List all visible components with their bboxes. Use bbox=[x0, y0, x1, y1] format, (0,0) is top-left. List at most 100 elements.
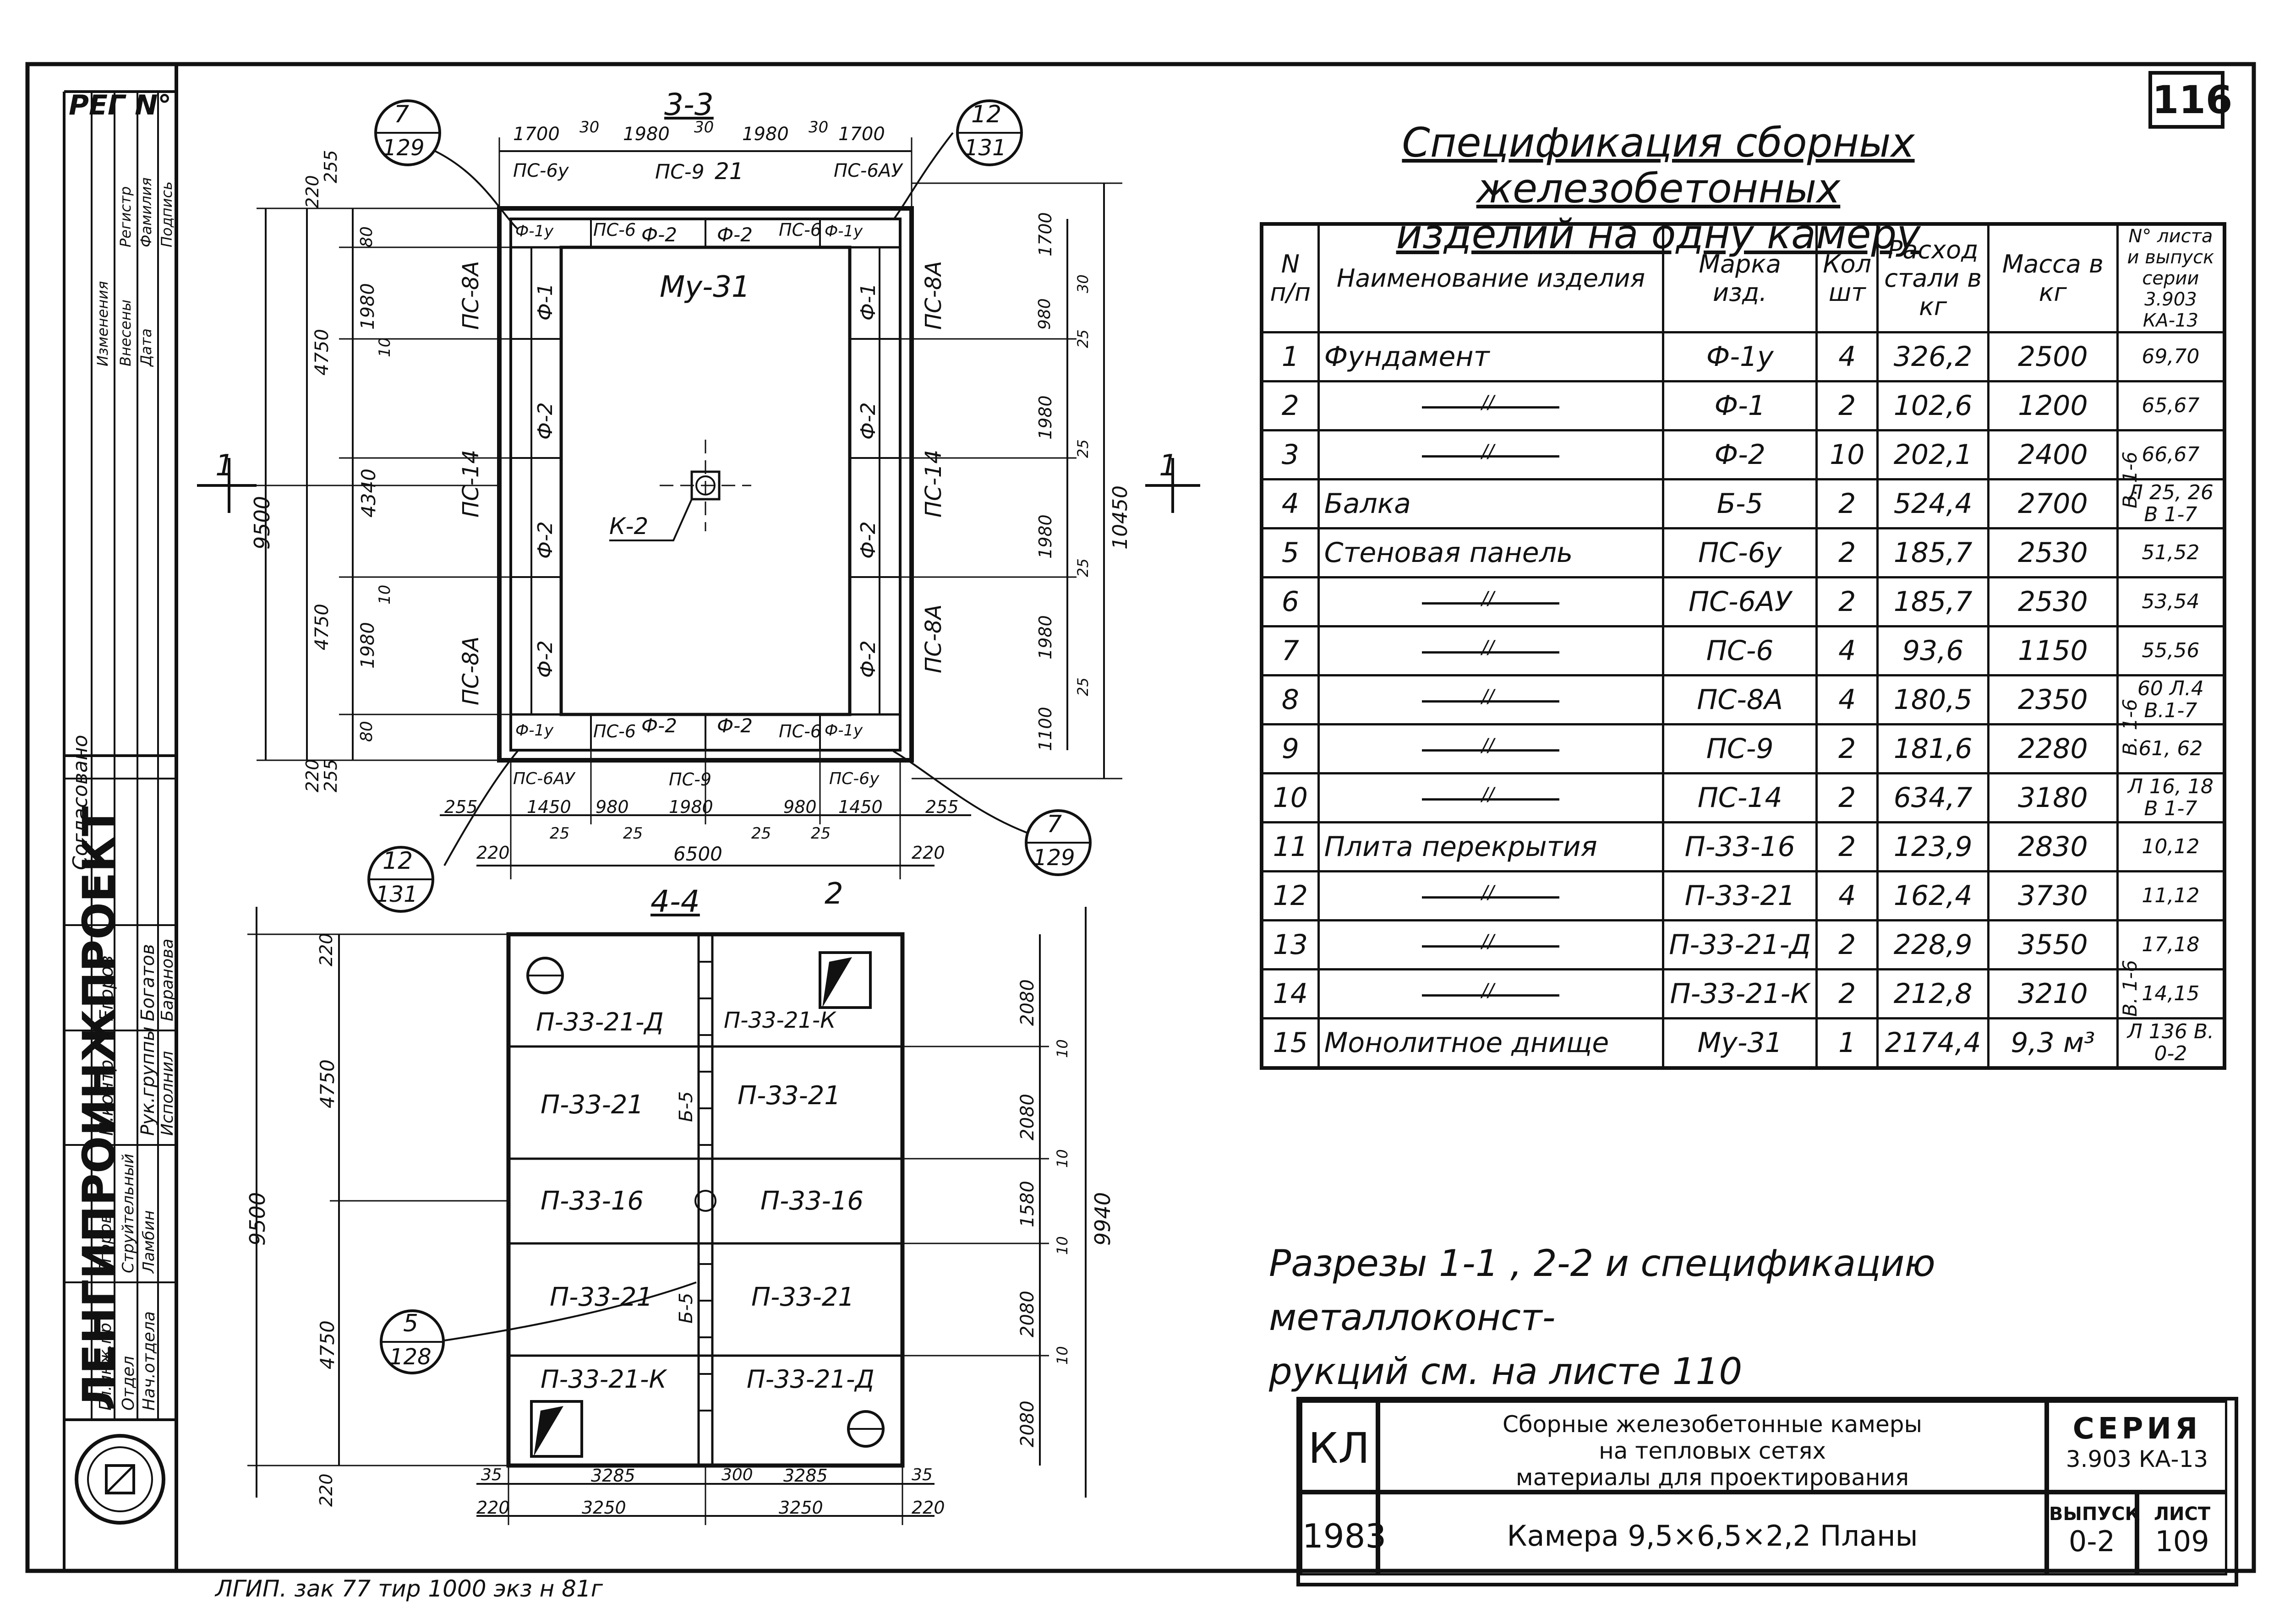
right-dim-9: 1980 bbox=[1035, 615, 1055, 659]
left-dim-10: 255 bbox=[321, 759, 341, 792]
spec-cell-name bbox=[1317, 674, 1665, 725]
inner-top-2: ПС-6 bbox=[593, 220, 636, 240]
spec-cell-mark: П-33-21-Д bbox=[1662, 919, 1818, 970]
repeat-mark bbox=[1422, 784, 1560, 805]
bb-dim-5: 35 bbox=[912, 1466, 933, 1484]
title-block: КЛ 1983 Сборные железобетонные камеры на… bbox=[1296, 1397, 2238, 1586]
spec-cell-sheet: Л 16, 18 В 1-7 bbox=[2116, 772, 2226, 823]
br-dim-6: 10 bbox=[1054, 1236, 1071, 1255]
spec-cell-mark: П-33-16 bbox=[1662, 821, 1818, 872]
spec-cell-steel: 634,7 bbox=[1876, 772, 1989, 823]
inner-bot-6: Ф-1у bbox=[825, 721, 863, 740]
spec-cell-name bbox=[1317, 772, 1665, 823]
spec-cell-qty: 2 bbox=[1815, 772, 1879, 823]
right-panel-1: ПС-8А bbox=[921, 261, 946, 330]
spec-cell-qty: 2 bbox=[1815, 576, 1879, 627]
spec-cell-steel: 326,2 bbox=[1876, 331, 1989, 382]
right-found-2: Ф-2 bbox=[857, 402, 880, 440]
bot-dim-2: 1450 bbox=[527, 797, 571, 817]
spec-cell-mark: Ф-1у bbox=[1662, 331, 1818, 382]
top-dim-6: 30 bbox=[809, 118, 829, 136]
right-found-3: Ф-2 bbox=[857, 521, 880, 559]
section-4-4-label: 4-4 bbox=[650, 884, 700, 919]
callout-5-den: 128 bbox=[389, 1344, 432, 1370]
spec-cell-steel: 212,8 bbox=[1876, 968, 1989, 1019]
stamp-seria-label: СЕРИЯ bbox=[2072, 1412, 2202, 1446]
spec-cell-sheet: Л 136 В. 0-2 bbox=[2116, 1017, 2226, 1069]
beam-label-1: Б-5 bbox=[676, 1091, 697, 1122]
inner-bot-1: Ф-1у bbox=[515, 721, 554, 740]
spec-cell-sheet: 60 Л.4 В.1-7 bbox=[2116, 674, 2226, 725]
spec-cell-n: 7 bbox=[1260, 625, 1320, 676]
col-qty: Кол шт bbox=[1815, 223, 1879, 333]
top-panel-1: ПС-6у bbox=[513, 160, 569, 181]
spec-cell-name bbox=[1317, 576, 1665, 627]
callout-1-num: 7 bbox=[394, 101, 410, 128]
spec-cell-mark: Ф-2 bbox=[1662, 429, 1818, 480]
beam-label-2: Б-5 bbox=[676, 1292, 697, 1324]
spec-cell-qty: 2 bbox=[1815, 723, 1879, 774]
br-dim-9: 2080 bbox=[1017, 1401, 1038, 1447]
spec-cell-mark: ПС-14 bbox=[1662, 772, 1818, 823]
left-found-4: Ф-2 bbox=[534, 640, 557, 678]
spec-cell-n: 5 bbox=[1260, 527, 1320, 578]
bl-dim-2: 4750 bbox=[316, 1059, 339, 1108]
stamp-kl: КЛ bbox=[1300, 1401, 1378, 1492]
name-1: Егоров bbox=[96, 955, 117, 1021]
right-panel-2: ПС-14 bbox=[921, 449, 946, 518]
bb2-dim-3: 3250 bbox=[779, 1498, 823, 1518]
left-dim-6: 4340 bbox=[357, 469, 380, 518]
right-dim-1: 1700 bbox=[1035, 212, 1055, 256]
spec-cell-mark: ПС-6АУ bbox=[1662, 576, 1818, 627]
top-dim-1: 1700 bbox=[513, 124, 560, 145]
left-found-1: Ф-1 bbox=[534, 283, 557, 321]
spec-cell-sheet: 65,67 bbox=[2116, 380, 2226, 431]
top-panel-2: ПС-9 bbox=[655, 160, 705, 184]
name-7: Ламбин bbox=[140, 1210, 158, 1273]
right-dim-3: 980 bbox=[1035, 298, 1054, 330]
vol-mark-2: В. 1-6 bbox=[2119, 698, 2141, 756]
name-3: Баранова bbox=[158, 938, 177, 1021]
note-line1: Разрезы 1-1 , 2-2 и спецификацию металло… bbox=[1269, 1242, 1935, 1339]
spec-cell-qty: 2 bbox=[1815, 968, 1879, 1019]
spec-cell-mark: Му-31 bbox=[1662, 1017, 1818, 1069]
spec-cell-mark: ПС-9 bbox=[1662, 723, 1818, 774]
spec-cell-mass: 3730 bbox=[1987, 870, 2119, 921]
spec-cell-mark: ПС-6 bbox=[1662, 625, 1818, 676]
rev-head-5: Фамилия bbox=[137, 177, 155, 247]
spec-cell-qty: 2 bbox=[1815, 919, 1879, 970]
rev-head-3: Дата bbox=[137, 328, 155, 366]
top-panel-3: ПС-6АУ bbox=[834, 160, 902, 181]
repeat-mark bbox=[1422, 392, 1560, 413]
slab-left-1: П-33-21-Д bbox=[536, 1008, 664, 1036]
spec-cell-sheet: 10,12 bbox=[2116, 821, 2226, 872]
spec-cell-mass: 2530 bbox=[1987, 576, 2119, 627]
stamp-title-line1: Сборные железобетонные камеры bbox=[1503, 1411, 1922, 1438]
stamp-vypusk: ВЫПУСК 0-2 bbox=[2047, 1492, 2140, 1575]
spec-cell-steel: 2174,4 bbox=[1876, 1017, 1989, 1069]
spec-cell-n: 9 bbox=[1260, 723, 1320, 774]
spec-cell-qty: 4 bbox=[1815, 674, 1879, 725]
repeat-mark bbox=[1422, 735, 1560, 756]
spec-cell-n: 3 bbox=[1260, 429, 1320, 480]
rev-head-4: Регистр bbox=[117, 186, 134, 247]
spec-cell-name: Фундамент bbox=[1317, 331, 1665, 382]
stamp-vypusk-value: 0-2 bbox=[2068, 1525, 2115, 1558]
bot-small-4: 25 bbox=[811, 824, 831, 843]
bb2-dim-2: 3250 bbox=[582, 1498, 626, 1518]
role-2: Рук.группы bbox=[137, 1026, 158, 1136]
spec-cell-sheet: 51,52 bbox=[2116, 527, 2226, 578]
plan-section-3-3 bbox=[197, 99, 1200, 913]
right-dim-7: 1980 bbox=[1035, 514, 1055, 559]
slab-right-3: П-33-16 bbox=[760, 1186, 864, 1216]
right-dim-11: 1100 bbox=[1035, 707, 1055, 751]
spec-cell-mass: 2700 bbox=[1987, 478, 2119, 529]
spec-table: N п/п Наименование изделия Марка изд. Ко… bbox=[1260, 222, 2226, 1070]
slab-left-2: П-33-21 bbox=[541, 1090, 644, 1120]
outer-frame bbox=[25, 62, 2256, 1573]
